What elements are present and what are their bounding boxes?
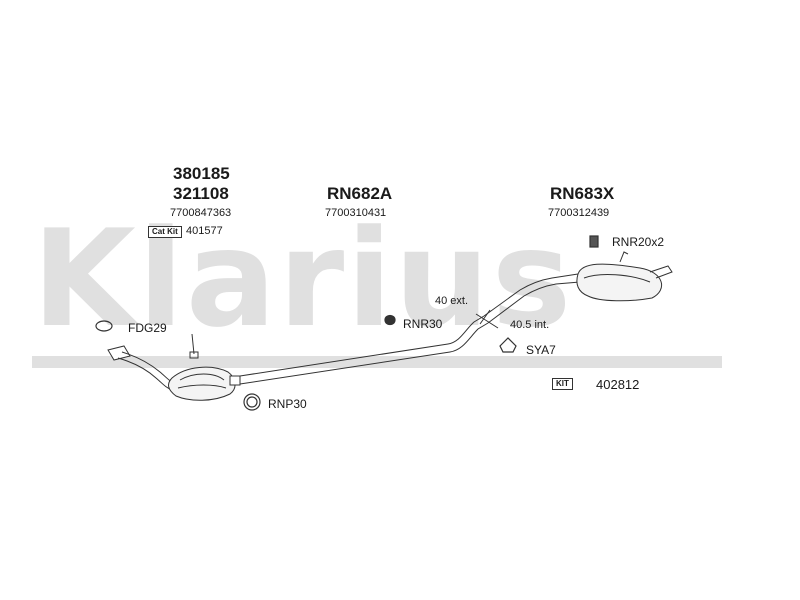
part-rnr30: RNR30 (403, 317, 443, 331)
rear-silencer (576, 263, 663, 302)
sleeve-marker (475, 309, 499, 329)
rear-oe-number: 7700312439 (548, 207, 610, 219)
middle-pipe (239, 315, 485, 377)
front-code-1: 380185 (173, 164, 230, 183)
front-oe-number: 7700847363 (170, 207, 232, 219)
clamp-icon (499, 337, 517, 353)
rear-pipe (483, 273, 579, 317)
middle-oe-number: 7700310431 (325, 207, 387, 219)
rubber-mount-icon (589, 235, 599, 248)
cat-joint (229, 375, 241, 386)
ring-icon (243, 393, 261, 411)
annotation-int: 40.5 int. (510, 319, 550, 331)
annotation-ext: 40 ext. (435, 295, 469, 307)
kit-code: 402812 (596, 377, 640, 392)
downpipe (121, 351, 177, 385)
catkit-badge: Cat Kit (148, 226, 182, 238)
part-rnp30: RNP30 (268, 397, 307, 411)
catkit-code: 401577 (186, 225, 223, 237)
kit-badge: KIT (552, 378, 573, 390)
rear-code: RN683X (550, 184, 615, 203)
part-fdg29: FDG29 (128, 321, 167, 335)
part-rnr20x2: RNR20x2 (612, 235, 665, 249)
manifold-flange (107, 345, 131, 361)
rubber-hanger-icon (384, 314, 396, 326)
middle-code: RN682A (327, 184, 393, 203)
gasket-icon (95, 320, 113, 332)
lambda-sensor (189, 333, 199, 359)
tailpipe (649, 265, 673, 279)
catalytic-converter (168, 366, 236, 401)
klarius-watermark: Klarius (32, 201, 574, 357)
front-code-2: 321108 (173, 184, 229, 203)
part-sya7: SYA7 (526, 343, 556, 357)
watermark-underline (32, 356, 722, 368)
